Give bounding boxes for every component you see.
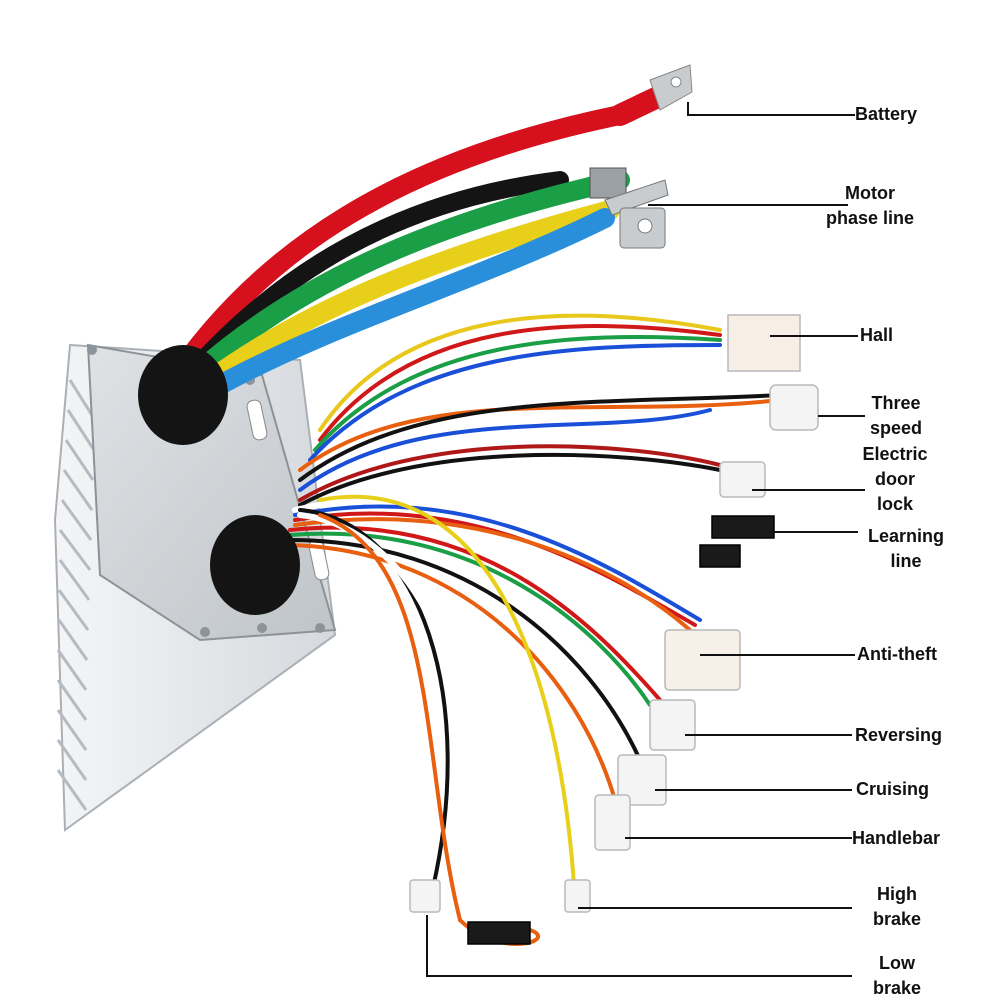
- phase-lugs: [589, 167, 669, 249]
- label-low-brake: Low brake: [862, 951, 932, 1001]
- door-lock-connector: [719, 461, 766, 498]
- handlebar-connector: [594, 794, 631, 851]
- label-low-brake-1: Low: [879, 953, 915, 973]
- label-anti-theft: Anti-theft: [857, 644, 937, 664]
- reversing-connector: [649, 699, 696, 751]
- label-electric-door-lock-2: door: [875, 469, 915, 489]
- low-brake-connector: [409, 879, 441, 913]
- label-three-speed: Three speed: [862, 391, 930, 441]
- label-three-speed-1: Three: [871, 393, 921, 413]
- cable-glands: [138, 345, 300, 615]
- label-learning-line-2: line: [890, 551, 922, 571]
- label-hall: Hall: [860, 325, 894, 345]
- cruising-connector: [617, 754, 667, 806]
- learning-line-connector: [711, 515, 775, 539]
- label-cruising: Cruising: [856, 779, 930, 799]
- label-motor-phase-line-1: Motor: [845, 183, 895, 203]
- battery-leader: [687, 102, 855, 116]
- anti-theft-connector: [664, 629, 741, 691]
- connectors: [409, 314, 819, 945]
- label-electric-door-lock-3: lock: [876, 494, 914, 514]
- label-motor-phase-line-2: phase line: [826, 208, 915, 228]
- label-high-brake: High brake: [862, 882, 932, 932]
- hall-connector: [727, 314, 801, 372]
- leader-lines: [426, 102, 865, 977]
- label-high-brake-2: brake: [872, 909, 922, 929]
- label-handlebar: Handlebar: [852, 828, 941, 848]
- label-electric-door-lock: Electric door lock: [855, 442, 935, 517]
- low-brake-leader: [426, 915, 852, 977]
- label-reversing: Reversing: [855, 725, 943, 745]
- signal-wires: [288, 313, 782, 946]
- battery-lug: [649, 64, 693, 111]
- label-three-speed-2: speed: [869, 418, 923, 438]
- three-speed-connector: [769, 384, 819, 431]
- label-battery: Battery: [855, 104, 918, 124]
- high-brake-connector: [564, 879, 591, 913]
- label-low-brake-2: brake: [872, 978, 922, 998]
- label-learning-line-1: Learning: [867, 526, 944, 546]
- label-motor-phase-line: Motor phase line: [826, 181, 914, 231]
- thick-cables: [160, 84, 673, 395]
- label-electric-door-lock-1: Electric: [862, 444, 928, 464]
- label-high-brake-1: High: [877, 884, 917, 904]
- label-learning-line: Learning line: [860, 524, 952, 574]
